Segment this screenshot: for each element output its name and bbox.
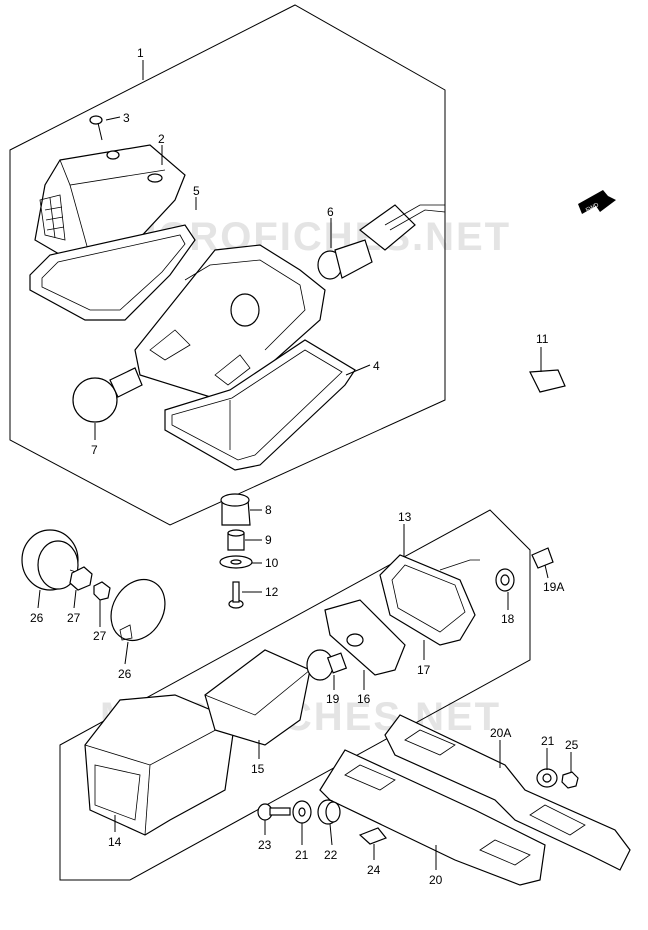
part-5-gasket xyxy=(29,224,196,321)
label-part-26-right: 26 xyxy=(118,667,132,681)
part-8-bushing xyxy=(220,493,251,526)
label-part-19a: 19A xyxy=(543,580,564,594)
label-part-3: 3 xyxy=(123,111,130,125)
part-26-reflector-left xyxy=(21,529,86,591)
label-part-12: 12 xyxy=(265,585,279,599)
label-part-15: 15 xyxy=(251,762,265,776)
part-27-nut-small xyxy=(93,581,111,601)
part-19-bulb xyxy=(306,649,348,681)
part-9-collar xyxy=(227,529,245,551)
label-part-1: 1 xyxy=(137,46,144,60)
label-part-19: 19 xyxy=(326,692,340,706)
part-17-lamp-unit xyxy=(379,554,480,646)
part-19a-spacer xyxy=(531,547,554,569)
upper-assembly-outline xyxy=(9,4,446,526)
label-part-8: 8 xyxy=(265,503,272,517)
label-part-25: 25 xyxy=(565,738,579,752)
label-part-4: 4 xyxy=(373,359,380,373)
part-15-lens xyxy=(204,649,311,746)
label-part-22: 22 xyxy=(324,848,338,862)
part-12-bolt xyxy=(228,581,244,609)
label-part-21-right: 21 xyxy=(541,734,555,748)
label-part-11: 11 xyxy=(536,332,549,346)
label-part-18: 18 xyxy=(501,612,515,626)
part-24-clip xyxy=(358,827,387,845)
part-7-bulb xyxy=(72,367,143,423)
label-part-14: 14 xyxy=(108,835,122,849)
part-16-plate xyxy=(324,599,406,676)
fwd-arrow-icon: FWD xyxy=(578,190,616,214)
part-18-grommet xyxy=(495,568,515,592)
label-part-17: 17 xyxy=(417,663,431,677)
label-part-26-left: 26 xyxy=(30,611,44,625)
label-part-23: 23 xyxy=(258,838,272,852)
part-20a-bracket xyxy=(384,714,631,871)
label-part-20: 20 xyxy=(429,873,443,887)
lower-assembly-outline xyxy=(59,509,531,881)
label-part-9: 9 xyxy=(265,533,272,547)
part-3-screw xyxy=(89,115,103,141)
part-4-housing xyxy=(134,244,356,471)
label-part-16: 16 xyxy=(357,692,371,706)
label-part-2: 2 xyxy=(158,132,165,146)
label-part-10: 10 xyxy=(265,556,279,570)
label-part-13: 13 xyxy=(398,510,412,524)
label-part-5: 5 xyxy=(193,184,200,198)
leader-lines xyxy=(37,60,572,870)
part-27-nut xyxy=(69,566,93,591)
part-22-collar xyxy=(317,799,341,825)
label-part-21-left: 21 xyxy=(295,848,309,862)
part-26-reflector-right xyxy=(110,578,166,642)
part-11-clip xyxy=(529,369,566,393)
label-part-20a: 20A xyxy=(490,726,511,740)
part-14-lamp-housing xyxy=(84,694,236,836)
label-part-24: 24 xyxy=(367,863,381,877)
part-23-screw xyxy=(257,803,291,821)
part-21-nut-right xyxy=(536,768,558,788)
part-10-washer xyxy=(219,555,253,569)
part-20-plate xyxy=(319,749,546,886)
part-25-nut xyxy=(561,771,579,789)
label-part-6: 6 xyxy=(327,205,334,219)
part-6-socket xyxy=(317,204,446,280)
part-21-washer-left xyxy=(292,800,312,824)
label-part-27-left: 27 xyxy=(67,611,81,625)
label-part-7: 7 xyxy=(91,443,98,457)
label-part-27-right: 27 xyxy=(93,629,107,643)
